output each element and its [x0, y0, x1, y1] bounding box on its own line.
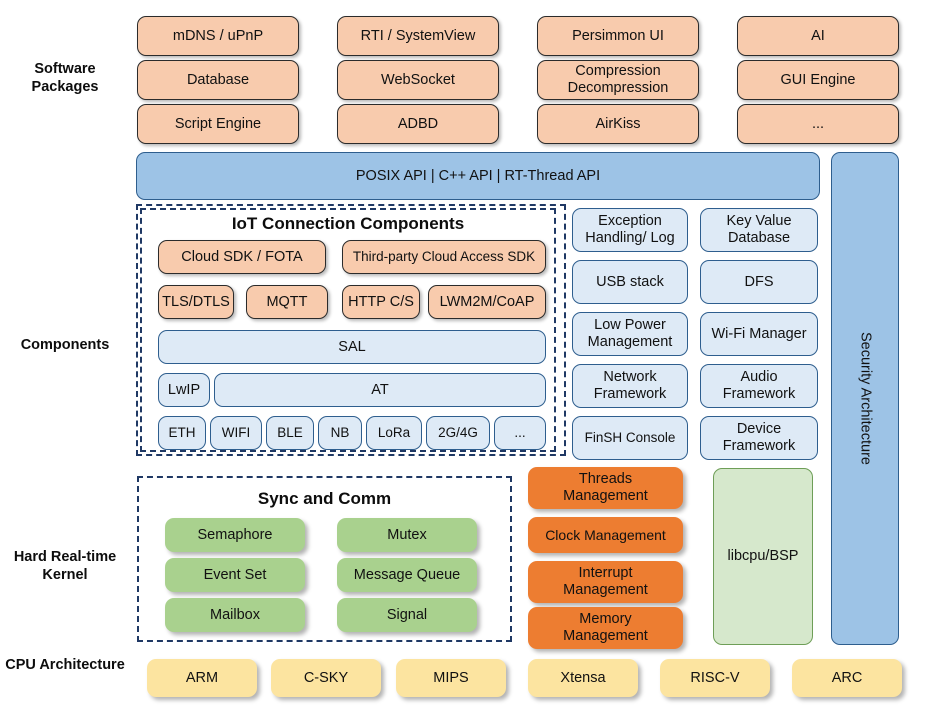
cpu-arch-box[interactable]: ARM [147, 659, 257, 697]
package-box[interactable]: Database [137, 60, 299, 100]
kernel-mgmt-box[interactable]: Clock Management [528, 517, 683, 553]
cpu-arch-box[interactable]: ARC [792, 659, 902, 697]
iot-box[interactable]: ... [494, 416, 546, 450]
iot-box[interactable]: LwIP [158, 373, 210, 407]
sync-and-comm-box [137, 476, 512, 642]
package-box[interactable]: Compression Decompression [537, 60, 699, 100]
security-architecture-column[interactable]: Security Architecture [831, 152, 899, 645]
component-box[interactable]: DFS [700, 260, 818, 304]
api-bar[interactable]: POSIX API | C++ API | RT-Thread API [136, 152, 820, 200]
component-box[interactable]: Exception Handling/ Log [572, 208, 688, 252]
component-box[interactable]: Wi-Fi Manager [700, 312, 818, 356]
iot-box[interactable]: NB [318, 416, 362, 450]
component-box[interactable]: Device Framework [700, 416, 818, 460]
kernel-sync-box[interactable]: Semaphore [165, 518, 305, 552]
kernel-sync-box[interactable]: Mutex [337, 518, 477, 552]
package-box[interactable]: mDNS / uPnP [137, 16, 299, 56]
kernel-mgmt-box[interactable]: Threads Management [528, 467, 683, 509]
kernel-sync-box[interactable]: Event Set [165, 558, 305, 592]
kernel-sync-box[interactable]: Signal [337, 598, 477, 632]
row-label-software-packages: Software Packages [31, 61, 99, 96]
component-box[interactable]: Audio Framework [700, 364, 818, 408]
iot-sal-box[interactable]: SAL [158, 330, 546, 364]
package-box[interactable]: GUI Engine [737, 60, 899, 100]
iot-box[interactable]: LoRa [366, 416, 422, 450]
package-box[interactable]: WebSocket [337, 60, 499, 100]
iot-box[interactable]: ETH [158, 416, 206, 450]
cpu-arch-box[interactable]: MIPS [396, 659, 506, 697]
component-box[interactable]: Network Framework [572, 364, 688, 408]
package-box[interactable]: ADBD [337, 104, 499, 144]
row-label-kernel: Hard Real-time Kernel [13, 549, 117, 584]
iot-box[interactable]: Cloud SDK / FOTA [158, 240, 326, 274]
component-box[interactable]: Key Value Database [700, 208, 818, 252]
kernel-mgmt-box[interactable]: Memory Management [528, 607, 683, 649]
package-box[interactable]: Persimmon UI [537, 16, 699, 56]
cpu-arch-box[interactable]: Xtensa [528, 659, 638, 697]
iot-box[interactable]: Third-party Cloud Access SDK [342, 240, 546, 274]
iot-box[interactable]: MQTT [246, 285, 328, 319]
component-box[interactable]: FinSH Console [572, 416, 688, 460]
package-box[interactable]: Script Engine [137, 104, 299, 144]
package-box[interactable]: ... [737, 104, 899, 144]
iot-box[interactable]: TLS/DTLS [158, 285, 234, 319]
components-region [136, 204, 566, 456]
package-box[interactable]: RTI / SystemView [337, 16, 499, 56]
iot-box[interactable]: WIFI [210, 416, 262, 450]
kernel-mgmt-box[interactable]: Interrupt Management [528, 561, 683, 603]
package-box[interactable]: AI [737, 16, 899, 56]
libcpu-bsp-box[interactable]: libcpu/BSP [713, 468, 813, 645]
row-label-cpu: CPU Architecture [5, 657, 125, 673]
kernel-sync-box[interactable]: Mailbox [165, 598, 305, 632]
iot-box[interactable]: AT [214, 373, 546, 407]
iot-box[interactable]: HTTP C/S [342, 285, 420, 319]
package-box[interactable]: AirKiss [537, 104, 699, 144]
iot-connection-components-box [140, 208, 556, 452]
component-box[interactable]: USB stack [572, 260, 688, 304]
iot-box[interactable]: BLE [266, 416, 314, 450]
row-label-components: Components [20, 337, 110, 353]
sync-and-comm-title: Sync and Comm [257, 489, 392, 508]
cpu-arch-box[interactable]: RISC-V [660, 659, 770, 697]
cpu-arch-box[interactable]: C-SKY [271, 659, 381, 697]
iot-box[interactable]: LWM2M/CoAP [428, 285, 546, 319]
iot-title: IoT Connection Components [231, 214, 465, 233]
kernel-sync-box[interactable]: Message Queue [337, 558, 477, 592]
iot-box[interactable]: 2G/4G [426, 416, 490, 450]
component-box[interactable]: Low Power Management [572, 312, 688, 356]
